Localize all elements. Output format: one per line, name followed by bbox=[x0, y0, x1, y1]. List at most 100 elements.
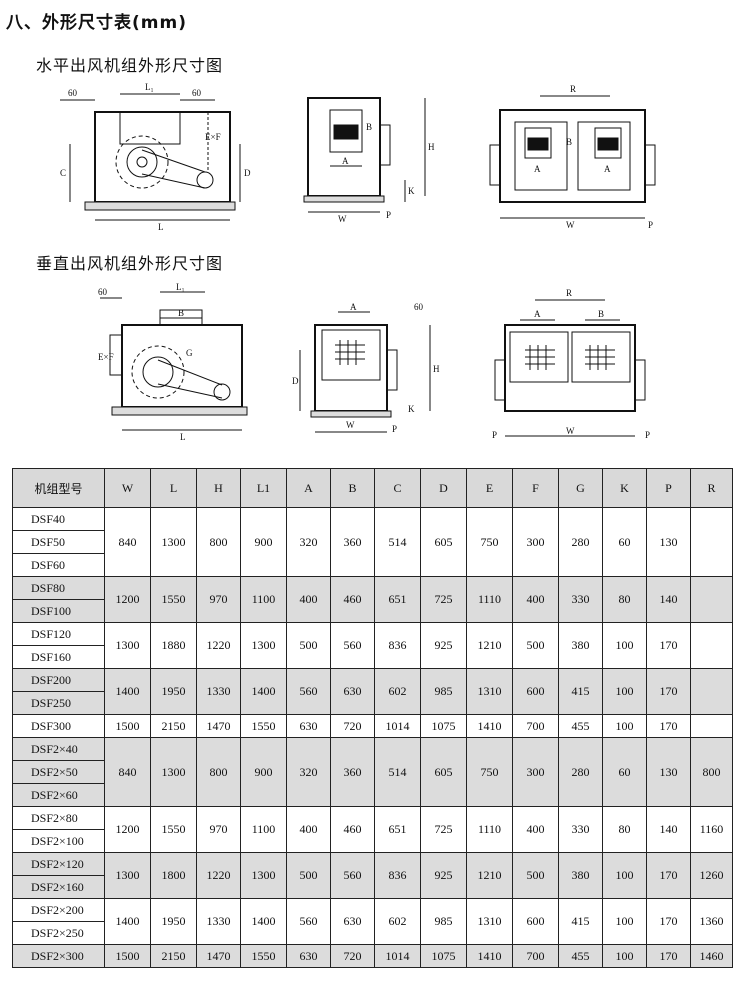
model-cell: DSF300 bbox=[12, 714, 105, 738]
value-cell: 1550 bbox=[150, 806, 197, 853]
value-cell: 170 bbox=[646, 668, 691, 715]
table-row: DSF2×50 bbox=[12, 760, 733, 784]
model-cell: DSF40 bbox=[12, 507, 105, 531]
dim-label: W bbox=[566, 426, 575, 436]
value-cell: 130 bbox=[646, 507, 691, 577]
dim-label: H bbox=[428, 142, 435, 152]
value-cell: 140 bbox=[646, 806, 691, 853]
value-cell: 1110 bbox=[466, 576, 513, 623]
column-header: H bbox=[196, 468, 241, 508]
model-cell: DSF2×160 bbox=[12, 875, 105, 899]
value-cell: 1400 bbox=[240, 898, 287, 945]
model-cell: DSF60 bbox=[12, 553, 105, 577]
value-cell: 1210 bbox=[466, 622, 513, 669]
column-header: A bbox=[286, 468, 331, 508]
value-cell: 500 bbox=[286, 622, 331, 669]
dim-label: G bbox=[186, 348, 193, 358]
drawing-horizontal-side bbox=[60, 93, 241, 221]
column-header: L1 bbox=[240, 468, 287, 508]
value-cell: 970 bbox=[196, 806, 241, 853]
dim-label: D bbox=[244, 168, 251, 178]
value-cell: 1300 bbox=[150, 507, 197, 577]
value-cell: 600 bbox=[512, 898, 559, 945]
model-cell: DSF2×200 bbox=[12, 898, 105, 922]
value-cell: 800 bbox=[196, 507, 241, 577]
value-cell: 400 bbox=[512, 806, 559, 853]
model-cell: DSF100 bbox=[12, 599, 105, 623]
value-cell: 500 bbox=[512, 852, 559, 899]
value-cell: 720 bbox=[330, 714, 375, 738]
value-cell: 170 bbox=[646, 714, 691, 738]
table-row: DSF250 bbox=[12, 691, 733, 715]
column-header: G bbox=[558, 468, 603, 508]
table-row: DSF100 bbox=[12, 599, 733, 623]
value-cell: 1220 bbox=[196, 852, 241, 899]
value-cell: 500 bbox=[286, 852, 331, 899]
value-cell: 170 bbox=[646, 852, 691, 899]
column-header: R bbox=[690, 468, 733, 508]
model-cell: DSF160 bbox=[12, 645, 105, 669]
value-cell: 170 bbox=[646, 898, 691, 945]
dim-label: E×F bbox=[98, 352, 114, 362]
value-cell: 400 bbox=[286, 576, 331, 623]
value-cell: 460 bbox=[330, 806, 375, 853]
value-cell: 1330 bbox=[196, 668, 241, 715]
dim-label: 60 bbox=[414, 302, 424, 312]
value-cell: 651 bbox=[374, 806, 421, 853]
value-cell: 100 bbox=[602, 622, 647, 669]
value-cell: 600 bbox=[512, 668, 559, 715]
dim-label: L bbox=[180, 432, 186, 442]
value-cell: 800 bbox=[196, 737, 241, 807]
value-cell: 560 bbox=[286, 668, 331, 715]
value-cell: 1310 bbox=[466, 668, 513, 715]
value-cell: 1300 bbox=[104, 852, 151, 899]
column-header: P bbox=[646, 468, 691, 508]
value-cell: 1410 bbox=[466, 714, 513, 738]
column-header: K bbox=[602, 468, 647, 508]
column-header: B bbox=[330, 468, 375, 508]
value-cell: 840 bbox=[104, 737, 151, 807]
value-cell: 280 bbox=[558, 507, 603, 577]
value-cell: 330 bbox=[558, 806, 603, 853]
dim-label: 60 bbox=[98, 287, 108, 297]
value-cell: 1360 bbox=[690, 898, 733, 945]
value-cell: 1110 bbox=[466, 806, 513, 853]
value-cell: 380 bbox=[558, 622, 603, 669]
dim-label: A bbox=[534, 309, 541, 319]
value-cell: 1300 bbox=[240, 622, 287, 669]
dim-label: R bbox=[566, 288, 572, 298]
value-cell bbox=[690, 507, 733, 577]
value-cell: 700 bbox=[512, 944, 559, 968]
value-cell: 1200 bbox=[104, 806, 151, 853]
value-cell: 750 bbox=[466, 737, 513, 807]
value-cell: 985 bbox=[420, 668, 467, 715]
value-cell bbox=[690, 714, 733, 738]
value-cell bbox=[690, 622, 733, 669]
column-header: W bbox=[104, 468, 151, 508]
model-cell: DSF2×120 bbox=[12, 852, 105, 876]
column-header: C bbox=[374, 468, 421, 508]
value-cell: 1160 bbox=[690, 806, 733, 853]
value-cell: 1800 bbox=[150, 852, 197, 899]
model-cell: DSF2×50 bbox=[12, 760, 105, 784]
value-cell: 1330 bbox=[196, 898, 241, 945]
value-cell: 455 bbox=[558, 944, 603, 968]
value-cell: 400 bbox=[286, 806, 331, 853]
model-cell: DSF80 bbox=[12, 576, 105, 600]
model-cell: DSF50 bbox=[12, 530, 105, 554]
value-cell: 925 bbox=[420, 622, 467, 669]
model-cell: DSF2×40 bbox=[12, 737, 105, 761]
value-cell: 836 bbox=[374, 852, 421, 899]
drawing-vertical-side bbox=[100, 291, 248, 431]
dim-label: P bbox=[392, 424, 397, 434]
value-cell: 60 bbox=[602, 737, 647, 807]
dim-label: B bbox=[366, 122, 372, 132]
dim-label: B bbox=[178, 308, 184, 318]
value-cell: 1400 bbox=[104, 898, 151, 945]
